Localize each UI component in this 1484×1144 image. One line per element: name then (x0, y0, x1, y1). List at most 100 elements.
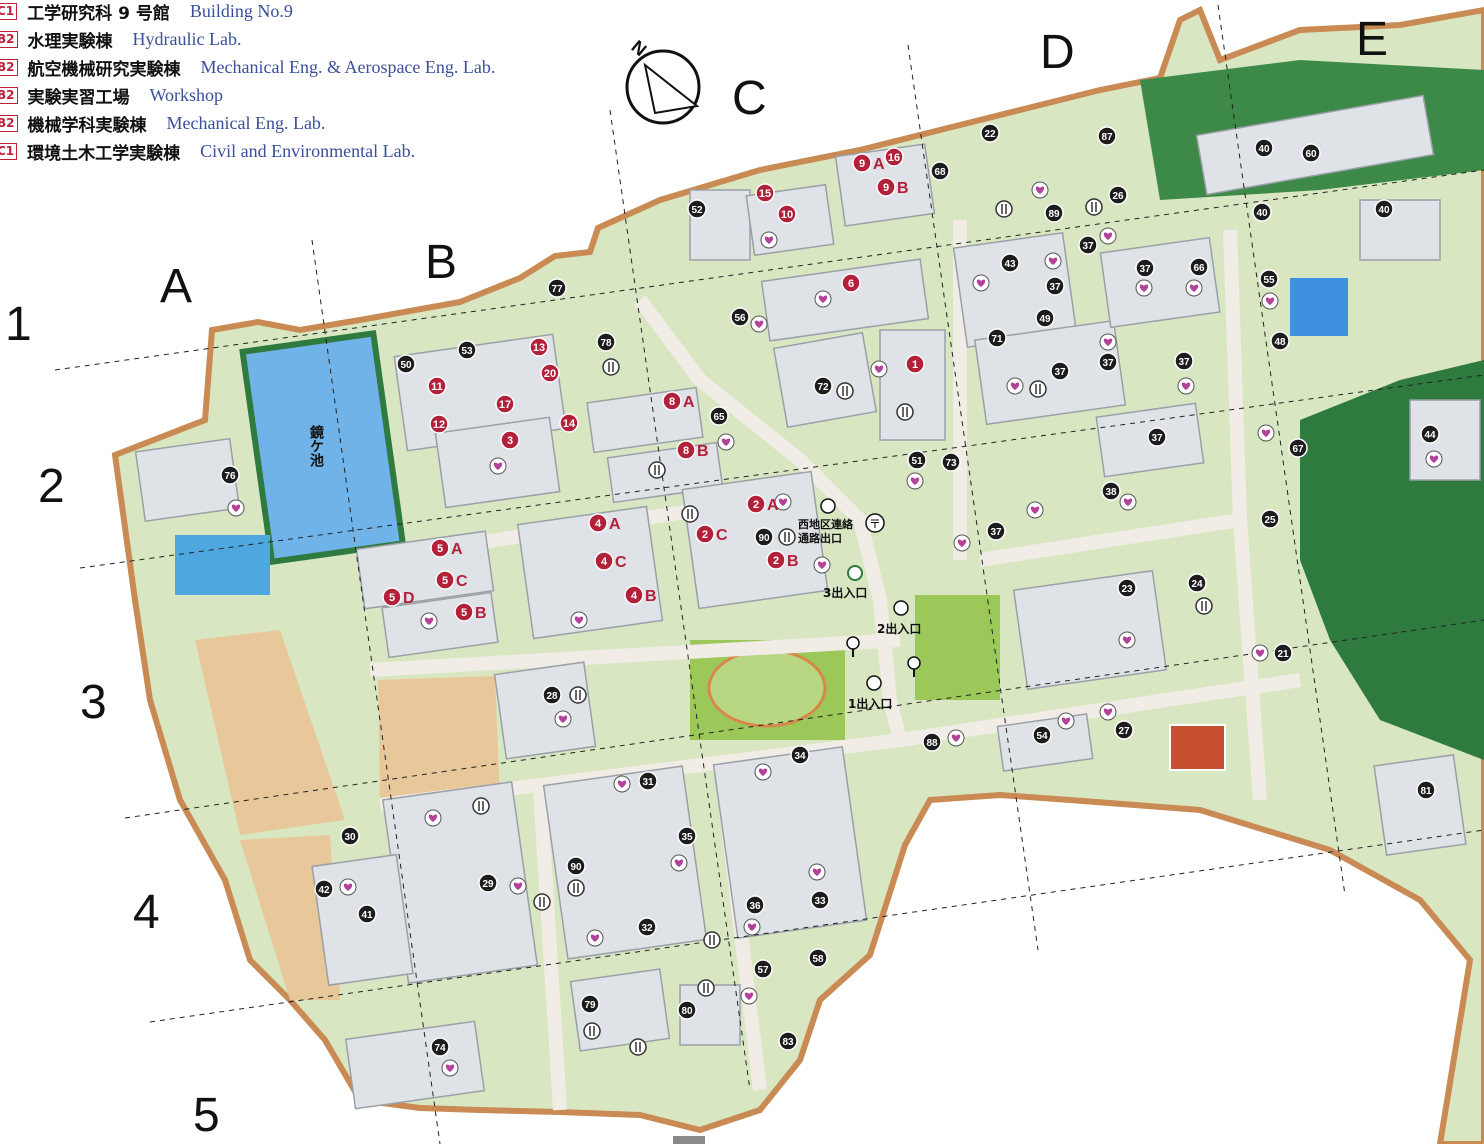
building-marker[interactable]: 53 (457, 340, 477, 360)
fork-knife-icon[interactable] (896, 403, 914, 421)
heart-icon[interactable] (953, 534, 971, 552)
building-marker[interactable]: 43 (1000, 253, 1020, 273)
building-marker[interactable]: 49 (1035, 308, 1055, 328)
heart-icon[interactable] (227, 499, 245, 517)
building-marker[interactable]: 38 (1101, 481, 1121, 501)
building-marker[interactable]: 24 (1187, 573, 1207, 593)
building-marker[interactable]: 40 (1254, 138, 1274, 158)
heart-icon[interactable] (808, 863, 826, 881)
heart-icon[interactable] (774, 493, 792, 511)
building-marker[interactable]: 55 (1259, 269, 1279, 289)
building-marker[interactable]: 90 (566, 856, 586, 876)
engineering-building-marker[interactable]: 10 (777, 204, 797, 224)
fork-knife-icon[interactable] (995, 200, 1013, 218)
building-marker[interactable]: 40 (1374, 199, 1394, 219)
heart-icon[interactable] (1425, 450, 1443, 468)
building-marker[interactable]: 29 (478, 873, 498, 893)
building-marker[interactable]: 77 (547, 278, 567, 298)
fork-knife-icon[interactable] (472, 797, 490, 815)
fork-knife-icon[interactable] (533, 893, 551, 911)
heart-icon[interactable] (760, 231, 778, 249)
fork-knife-icon[interactable] (629, 1038, 647, 1056)
heart-icon[interactable] (1177, 377, 1195, 395)
building-marker[interactable]: 37 (1174, 351, 1194, 371)
engineering-building-marker[interactable]: 17 (495, 394, 515, 414)
heart-icon[interactable] (754, 763, 772, 781)
building-marker[interactable]: 37 (1147, 427, 1167, 447)
building-marker[interactable]: 37 (1050, 361, 1070, 381)
heart-icon[interactable] (1099, 227, 1117, 245)
heart-icon[interactable] (586, 929, 604, 947)
heart-icon[interactable] (509, 877, 527, 895)
gate-3[interactable]: 3出入口 (823, 565, 867, 600)
building-marker[interactable]: 52 (687, 199, 707, 219)
engineering-building-marker[interactable]: 6 (841, 273, 861, 293)
heart-icon[interactable] (1006, 377, 1024, 395)
building-marker[interactable]: 26 (1108, 185, 1128, 205)
building-marker[interactable]: 37 (1098, 352, 1118, 372)
building-marker[interactable]: 78 (596, 332, 616, 352)
building-marker[interactable]: 57 (753, 959, 773, 979)
heart-icon[interactable] (1026, 501, 1044, 519)
heart-icon[interactable] (750, 315, 768, 333)
heart-icon[interactable] (1119, 493, 1137, 511)
engineering-building-marker[interactable]: 13 (529, 337, 549, 357)
heart-icon[interactable] (1261, 292, 1279, 310)
building-marker[interactable]: 42 (314, 879, 334, 899)
building-marker[interactable]: 73 (941, 452, 961, 472)
heart-icon[interactable] (1031, 181, 1049, 199)
heart-icon[interactable] (1251, 644, 1269, 662)
building-marker[interactable]: 23 (1117, 578, 1137, 598)
heart-icon[interactable] (743, 918, 761, 936)
heart-icon[interactable] (1118, 631, 1136, 649)
heart-icon[interactable] (972, 274, 990, 292)
building-marker[interactable]: 40 (1252, 202, 1272, 222)
building-marker[interactable]: 83 (778, 1031, 798, 1051)
building-marker[interactable]: 36 (745, 895, 765, 915)
building-marker[interactable]: 48 (1270, 331, 1290, 351)
building-marker[interactable]: 44 (1420, 424, 1440, 444)
heart-icon[interactable] (1257, 424, 1275, 442)
building-marker[interactable]: 37 (1045, 276, 1065, 296)
building-marker[interactable]: 68 (930, 161, 950, 181)
building-marker[interactable]: 72 (813, 376, 833, 396)
heart-icon[interactable] (670, 854, 688, 872)
engineering-building-marker[interactable]: 12 (429, 414, 449, 434)
building-marker[interactable]: 37 (1078, 235, 1098, 255)
heart-icon[interactable] (1099, 333, 1117, 351)
building-marker[interactable]: 31 (638, 771, 658, 791)
building-marker[interactable]: 56 (730, 307, 750, 327)
heart-icon[interactable] (1185, 279, 1203, 297)
heart-icon[interactable] (1057, 712, 1075, 730)
building-marker[interactable]: 25 (1260, 509, 1280, 529)
fork-knife-icon[interactable] (602, 358, 620, 376)
heart-icon[interactable] (870, 360, 888, 378)
heart-icon[interactable] (424, 809, 442, 827)
building-marker[interactable]: 51 (907, 450, 927, 470)
heart-icon[interactable] (906, 472, 924, 490)
fork-knife-icon[interactable] (778, 528, 796, 546)
building-marker[interactable]: 37 (1135, 258, 1155, 278)
fork-knife-icon[interactable] (1085, 198, 1103, 216)
building-marker[interactable]: 80 (677, 1000, 697, 1020)
heart-icon[interactable] (554, 710, 572, 728)
engineering-building-marker[interactable]: 15 (755, 183, 775, 203)
building-marker[interactable]: 67 (1288, 438, 1308, 458)
heart-icon[interactable] (570, 611, 588, 629)
heart-icon[interactable] (441, 1059, 459, 1077)
building-marker[interactable]: 76 (220, 465, 240, 485)
building-marker[interactable]: 81 (1416, 780, 1436, 800)
heart-icon[interactable] (489, 457, 507, 475)
heart-icon[interactable] (813, 556, 831, 574)
engineering-building-marker[interactable]: 1 (905, 354, 925, 374)
building-marker[interactable]: 74 (430, 1037, 450, 1057)
